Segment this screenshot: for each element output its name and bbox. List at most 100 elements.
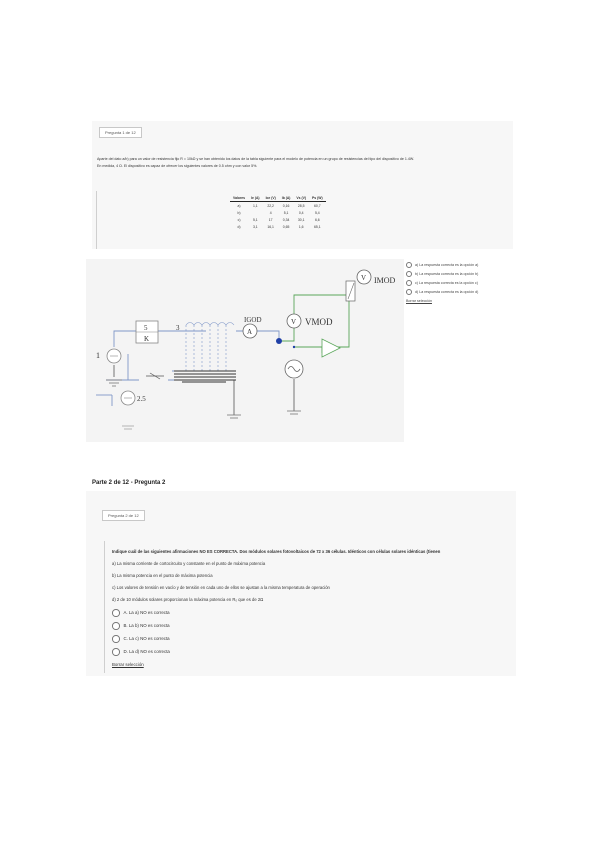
voltmeter-symbol [286, 313, 302, 329]
table-header-cell: Ie (A) [248, 194, 263, 202]
ground-symbol [106, 379, 122, 387]
radio-button-icon[interactable] [112, 609, 120, 617]
option-label: A. La a) NO es correcta [123, 610, 170, 616]
ground-symbol [227, 414, 241, 419]
question-2-divider [104, 541, 105, 673]
question-1-option-a[interactable]: a) La respuesta correcta es la opción a) [406, 262, 478, 268]
ammeter-2-label: IMOD [374, 276, 396, 285]
table-cell: 28,5 [297, 203, 305, 208]
question-2-option-d[interactable]: D. La d) NO es correcta [112, 648, 170, 656]
circuit-node-small [292, 345, 296, 349]
question-1-table: Valores Ie (A) Ice (V) Ib (A) Vs (V) Ps … [230, 194, 326, 230]
table-cell: d) [237, 224, 241, 229]
question-1-card: Pregunta 1 de 12 Aparte del dato a/b) pa… [92, 121, 513, 249]
table-header-cell: Vs (V) [293, 194, 310, 202]
source-1-label: 1 [96, 351, 100, 360]
question-1-option-c[interactable]: c) La respuesta correcta es la opción c) [406, 280, 478, 286]
option-label: a) La respuesta correcta es la opción a) [415, 263, 479, 267]
ammeter-2-symbol-text: V [361, 274, 366, 282]
table-cell: 5,1 [252, 217, 258, 222]
option-label: c) La respuesta correcta es la opción c) [415, 281, 478, 285]
question-1-tag: Pregunta 1 de 12 [99, 127, 142, 138]
table-header-cell: Valores [230, 194, 249, 202]
table-cell: 17 [268, 217, 273, 222]
question-1-intro-line-1: Aparte del dato a/b) para un valor de re… [97, 157, 415, 161]
source-2-label: 2.5 [137, 395, 146, 403]
node-label: 3 [176, 324, 180, 332]
ammeter-1-label: IGOD [244, 316, 262, 324]
table-cell: 0,65 [282, 224, 290, 229]
table-cell: 0,16 [282, 203, 290, 208]
question-1-divider [96, 191, 97, 249]
option-label: B. La b) NO es correcta [123, 623, 170, 629]
question-2-statement-d: d) 2 de 10 módulos solares proporcionan … [112, 597, 264, 602]
coil-symbol [185, 322, 235, 371]
table-cell: 4 [269, 210, 272, 215]
ground-symbol [287, 410, 301, 415]
table-cell: 0,34 [282, 217, 290, 222]
amplifier-symbol [321, 338, 341, 358]
table-row: d) 3,1 16,1 0,65 1,6 65,1 [230, 223, 326, 230]
option-label: b) La respuesta correcta es la opción b) [415, 272, 479, 276]
table-cell: 60,7 [314, 203, 321, 208]
table-cell: 1,6 [298, 224, 304, 229]
question-1-clear-choice[interactable]: Borrar selección [406, 299, 432, 303]
option-label: d) La respuesta correcta es la opción d) [415, 290, 479, 294]
ammeter-1-symbol-text: A [247, 328, 252, 336]
option-label: C. La c) NO es correcta [123, 636, 170, 642]
table-row: b) 4 5,1 0,4 5,4 [230, 209, 326, 216]
question-2-option-c[interactable]: C. La c) NO es correcta [112, 635, 170, 643]
question-2-tag: Pregunta 2 de 12 [102, 510, 145, 521]
question-2-heading: Parte 2 de 12 - Pregunta 2 [92, 480, 166, 486]
resistor-symbol [345, 280, 356, 302]
ammeter-1-symbol [242, 323, 258, 339]
radio-button-icon[interactable] [406, 289, 412, 295]
box-letter-label: K [144, 335, 149, 343]
circuit-diagram: 1 5 K 3 A IGOD V VMOD V IMOD 2.5 [96, 269, 396, 430]
voltmeter-label: VMOD [305, 317, 333, 327]
radio-button-icon[interactable] [406, 280, 412, 286]
table-cell: a) [237, 203, 241, 208]
question-1-option-b[interactable]: b) La respuesta correcta es la opción b) [406, 271, 478, 277]
table-cell: 5,1 [283, 210, 289, 215]
table-header-cell: Ps (W) [309, 194, 326, 202]
radio-button-icon[interactable] [112, 635, 120, 643]
table-cell: 30,1 [297, 217, 305, 222]
ground-symbol [122, 425, 134, 430]
table-cell: b) [237, 210, 241, 215]
question-2-prompt: Indique cuál de las siguientes afirmacio… [112, 549, 441, 554]
circuit-node [276, 338, 282, 344]
question-2-option-a[interactable]: A. La a) NO es correcta [112, 609, 170, 617]
radio-button-icon[interactable] [406, 271, 412, 277]
option-label: D. La d) NO es correcta [123, 649, 170, 655]
question-2-option-b[interactable]: B. La b) NO es correcta [112, 622, 170, 630]
radio-button-icon[interactable] [112, 622, 120, 630]
question-2-statement-c: c) Los valores de tensión en vacío y de … [112, 585, 330, 590]
table-cell: 5,4 [314, 210, 320, 215]
switch-symbol [146, 372, 164, 380]
table-cell: 22,2 [267, 203, 274, 208]
question-1-option-d[interactable]: d) La respuesta correcta es la opción d) [406, 289, 478, 295]
table-cell: 0,4 [298, 210, 304, 215]
voltmeter-symbol-text: V [291, 318, 296, 326]
table-header-cell: Ice (V) [262, 194, 279, 202]
table-cell: c) [237, 217, 241, 222]
question-2-clear-choice[interactable]: Borrar selección [112, 662, 144, 667]
table-cell [248, 209, 262, 216]
question-2-statement-a: a) La misma corriente de cortocircuito y… [112, 561, 266, 566]
table-row: c) 5,1 17 0,34 30,1 6,6 [230, 216, 326, 223]
core-stack [174, 370, 236, 383]
box-number-label: 5 [144, 324, 148, 332]
table-cell: 65,1 [314, 224, 321, 229]
table-header-row: Valores Ie (A) Ice (V) Ib (A) Vs (V) Ps … [230, 194, 326, 202]
table-header-cell: Ib (A) [278, 194, 294, 202]
question-2-statement-b: b) La misma potencia en el punto de máxi… [112, 573, 213, 578]
ammeter-2-symbol [356, 269, 372, 285]
circuit-image-card: 1 5 K 3 A IGOD V VMOD V IMOD 2.5 [86, 259, 404, 442]
radio-button-icon[interactable] [406, 262, 412, 268]
table-cell: 6,6 [314, 217, 320, 222]
question-1-intro-line-2: En medida, 4 Ω. El dispositivo es capaz … [97, 164, 258, 168]
radio-button-icon[interactable] [112, 648, 120, 656]
table-cell: 3,1 [252, 224, 258, 229]
table-cell: 1,1 [252, 203, 258, 208]
